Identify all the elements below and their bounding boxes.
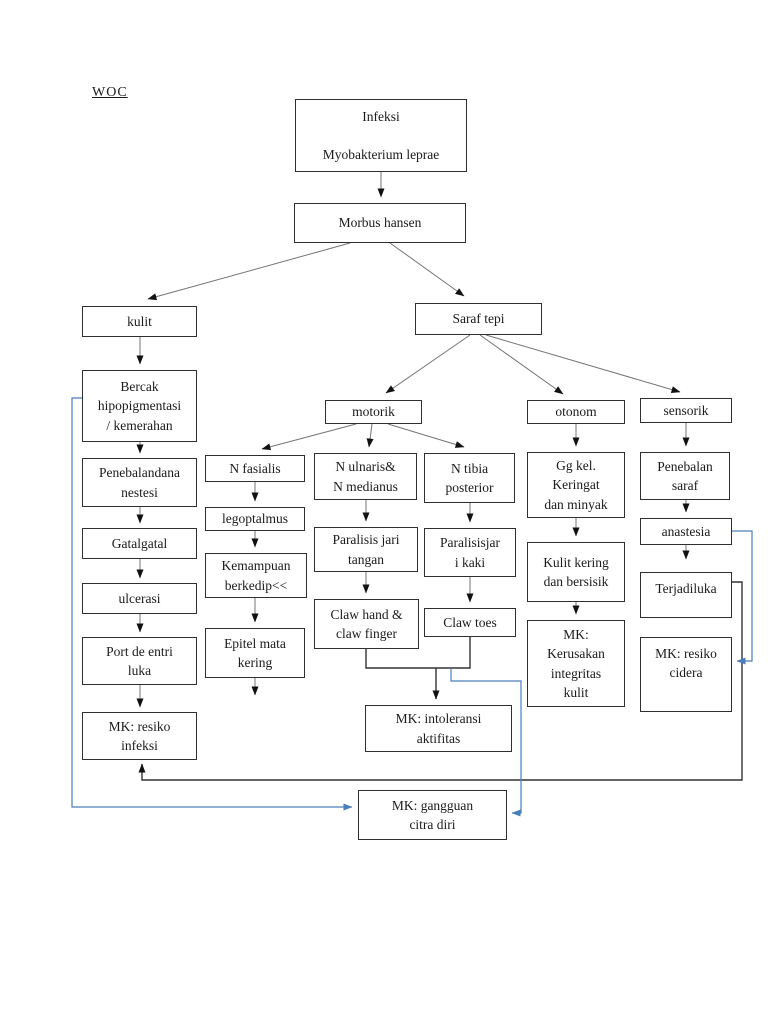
node-gg-kelenjar-keringat: Gg kel. Keringat dan minyak bbox=[527, 452, 625, 518]
node-sensorik: sensorik bbox=[640, 398, 732, 423]
node-motorik: motorik bbox=[325, 400, 422, 424]
arrow-motorik-to-fasialis bbox=[261, 423, 357, 451]
node-n-fasialis: N fasialis bbox=[205, 455, 305, 482]
node-kemampuan-berkedip: Kemampuan berkedip<< bbox=[205, 553, 307, 598]
node-mk-resiko-infeksi: MK: resiko infeksi bbox=[82, 712, 197, 760]
arrow-morbus-to-kulit bbox=[147, 242, 351, 301]
node-legoptalmus: legoptalmus bbox=[205, 507, 305, 531]
node-kulit: kulit bbox=[82, 306, 197, 337]
node-ulcerasi: ulcerasi bbox=[82, 583, 197, 614]
arrow-saraf-to-otonom bbox=[479, 334, 564, 395]
node-mk-intoleransi-aktifitas: MK: intoleransi aktifitas bbox=[365, 705, 512, 752]
node-paralisis-jari-kaki: Paralisisjar i kaki bbox=[424, 528, 516, 577]
arrow-saraf-to-sensorik bbox=[485, 334, 681, 393]
node-mk-gangguan-citra-diri: MK: gangguan citra diri bbox=[358, 790, 507, 840]
node-penebalan-saraf: Penebalan saraf bbox=[640, 452, 730, 500]
node-kulit-kering-bersisik: Kulit kering dan bersisik bbox=[527, 542, 625, 602]
node-claw-hand-finger: Claw hand & claw finger bbox=[314, 599, 419, 649]
node-penebalan-anestesi: Penebalandana nestesi bbox=[82, 458, 197, 507]
node-gatal-gatal: Gatalgatal bbox=[82, 528, 197, 559]
node-paralisis-jari-tangan: Paralisis jari tangan bbox=[314, 527, 418, 572]
node-morbus-hansen: Morbus hansen bbox=[294, 203, 466, 243]
arrow-saraf-to-motorik bbox=[385, 334, 471, 394]
arrow-terjadi-luka-to-mk-infeksi bbox=[138, 581, 743, 781]
node-epitel-mata-kering: Epitel mata kering bbox=[205, 628, 305, 678]
node-mk-resiko-cidera: MK: resiko cidera bbox=[640, 637, 732, 712]
node-otonom: otonom bbox=[527, 400, 625, 424]
arrow-claw-to-mk-citra bbox=[450, 668, 522, 817]
arrow-motorik-to-ulnaris bbox=[366, 423, 374, 448]
arrow-bercak-to-mk-citra bbox=[71, 397, 353, 811]
node-mk-kerusakan-integritas: MK: Kerusakan integritas kulit bbox=[527, 620, 625, 707]
node-saraf-tepi: Saraf tepi bbox=[415, 303, 542, 335]
node-n-ulnaris-medianus: N ulnaris& N medianus bbox=[314, 453, 417, 500]
node-infeksi-myobakterium: Infeksi Myobakterium leprae bbox=[295, 99, 467, 172]
node-terjadi-luka: Terjadiluka bbox=[640, 572, 732, 618]
node-port-de-entri-luka: Port de entri luka bbox=[82, 637, 197, 685]
page-title: WOC bbox=[92, 85, 128, 100]
node-claw-toes: Claw toes bbox=[424, 608, 516, 637]
connector-claw-join bbox=[365, 637, 471, 669]
node-n-tibia-posterior: N tibia posterior bbox=[424, 453, 515, 503]
node-anastesia: anastesia bbox=[640, 518, 732, 545]
arrow-morbus-to-saraf-tepi bbox=[389, 242, 465, 297]
arrow-motorik-to-tibia bbox=[387, 423, 465, 448]
node-bercak-hipopigmentasi: Bercak hipopigmentasi / kemerahan bbox=[82, 370, 197, 442]
arrow-anastesia-to-mk-cidera bbox=[732, 530, 753, 665]
